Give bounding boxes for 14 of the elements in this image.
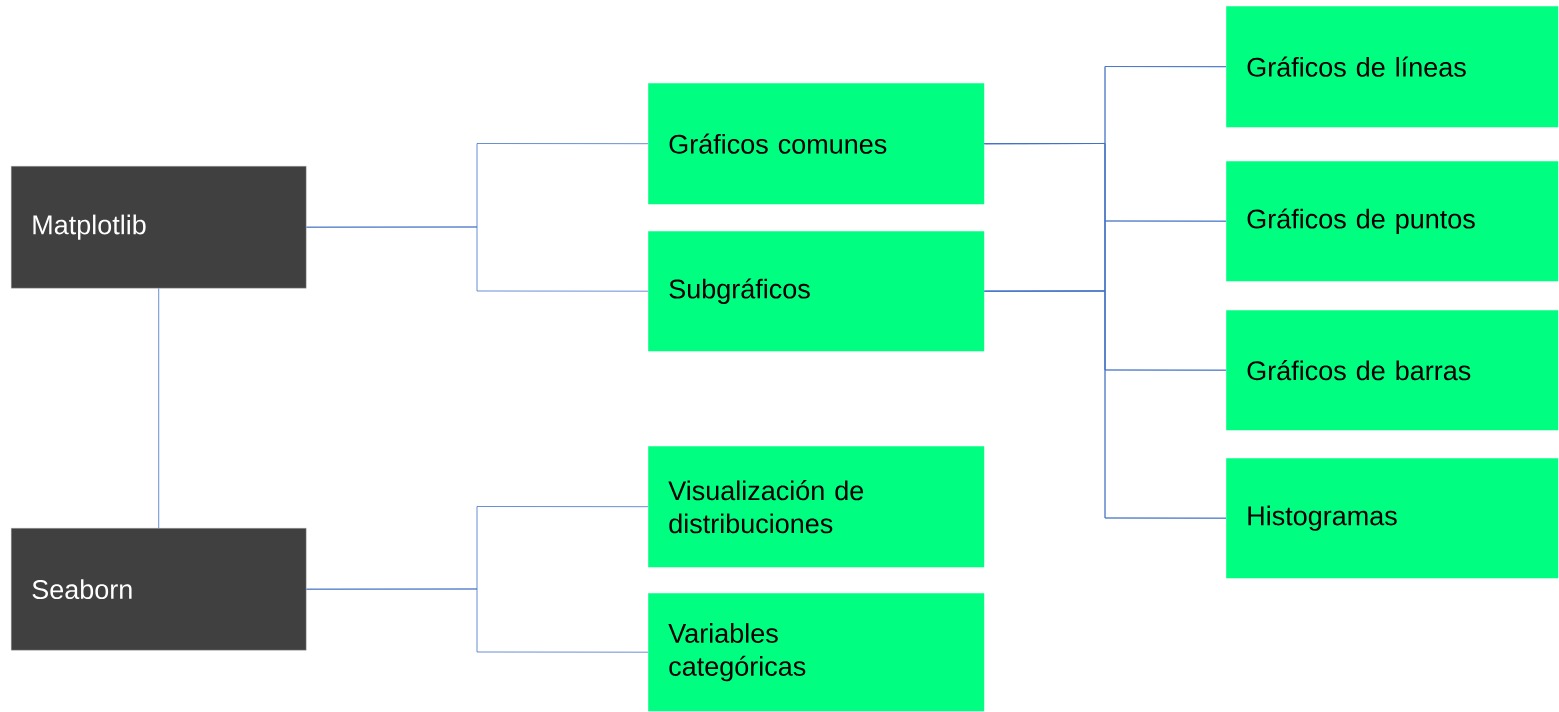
- topic-box: Gráficos comunes: [648, 83, 985, 205]
- topic-box: Gráficos de barras: [1226, 310, 1559, 431]
- topic-box: Subgráficos: [648, 231, 985, 352]
- topic-box: Gráficos de líneas: [1226, 6, 1559, 128]
- topic-box: Histogramas: [1226, 458, 1559, 579]
- connector-line: [306, 226, 649, 292]
- library-box: Seaborn: [11, 528, 307, 651]
- library-box: Matplotlib: [11, 166, 307, 289]
- topic-box: Variables categóricas: [648, 593, 985, 712]
- topic-box: Visualización de distribuciones: [648, 446, 985, 568]
- topic-box: Gráficos de puntos: [1226, 161, 1559, 282]
- connector-line: [158, 288, 160, 529]
- connector-line: [984, 290, 1227, 519]
- connector-line: [306, 588, 649, 653]
